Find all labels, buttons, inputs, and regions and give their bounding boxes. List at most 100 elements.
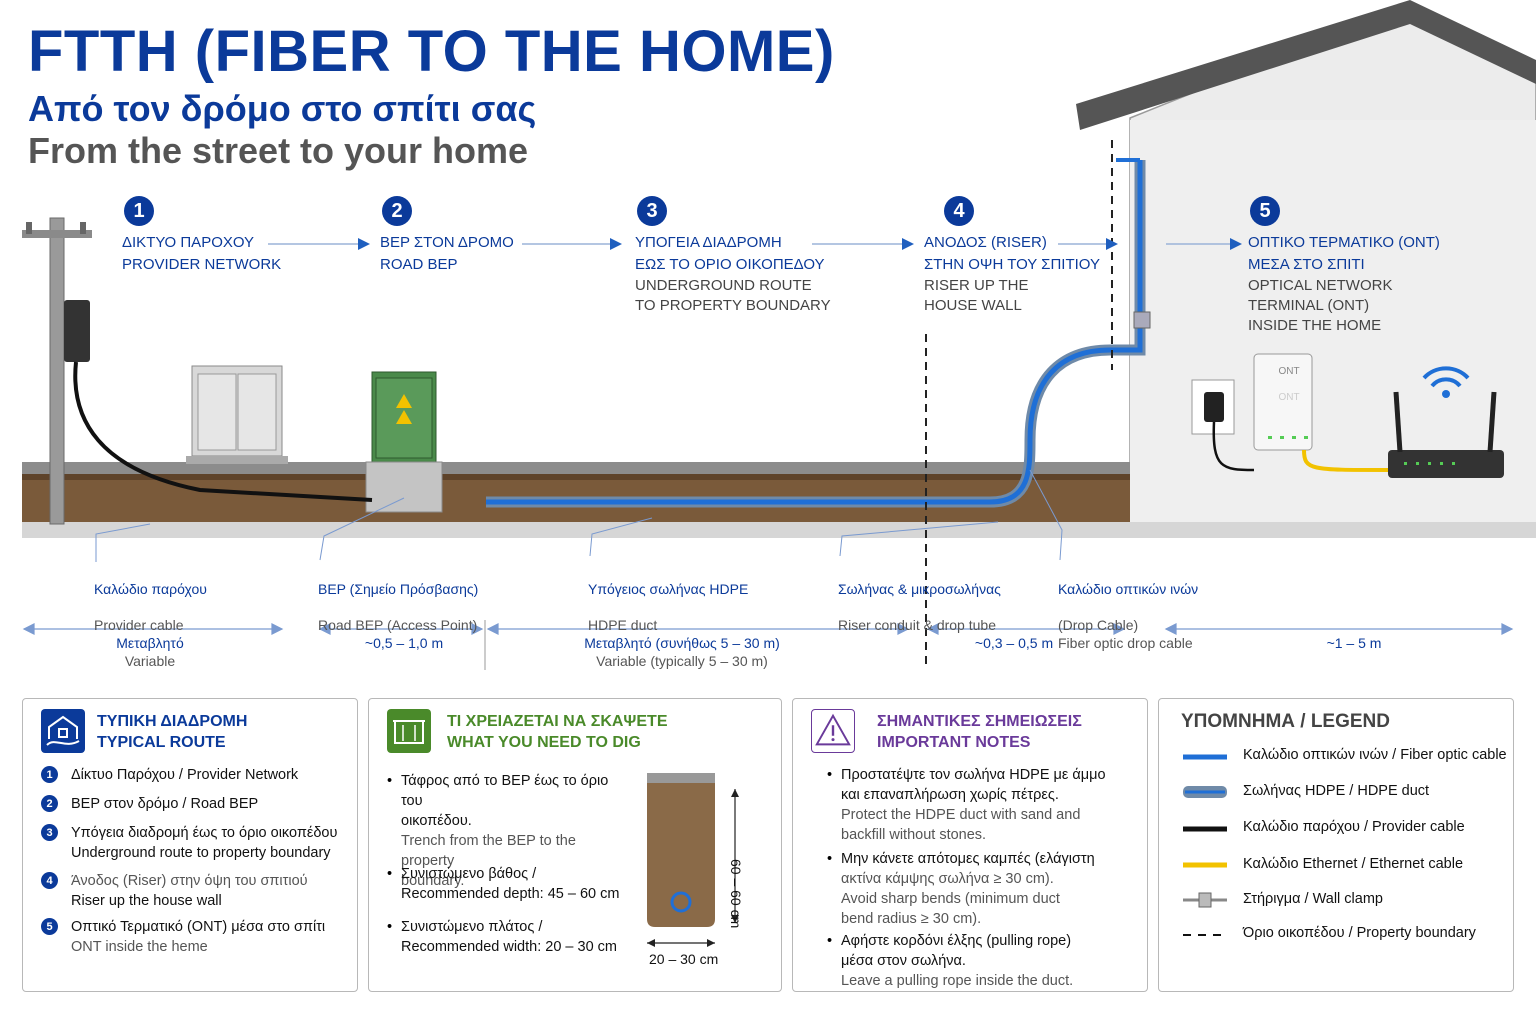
route-item-text: Άνοδος (Riser) στην όψη του σπιτιού xyxy=(71,873,308,889)
legend-item-clamp: Στήριγμα / Wall clamp xyxy=(1243,891,1383,907)
legend-item-hdpe: Σωλήνας HDPE / HDPE duct xyxy=(1243,783,1430,799)
wifi-router xyxy=(1388,366,1504,478)
step-label-gr: ΥΠΟΓΕΙΑ ΔΙΑΔΡΟΜΗ ΕΩΣ ΤΟ ΟΡΙΟ ΟΙΚΟΠΕΔΟΥ xyxy=(635,234,825,273)
trench-depth-label: 60 – 60 cm xyxy=(728,859,744,929)
callout-en: (Drop Cable) Fiber optic drop cable xyxy=(1058,617,1193,651)
dimension-value: Μεταβλητό xyxy=(116,635,184,651)
note-bullet-text-en: ακτίνα κάμψης σωλήνα ≥ 30 cm). Avoid sha… xyxy=(841,871,1060,927)
step-label-gr: BEP ΣΤΟΝ ΔΡΟΜΟ ROAD BEP xyxy=(380,234,514,273)
street-cabinet xyxy=(186,365,288,464)
dig-bullet: • Συνιστώμενο βάθος / Recommended depth:… xyxy=(387,864,627,904)
panel-typical-route: ΤΥΠΙΚΗ ΔΙΑΔΡΟΜΗ TYPICAL ROUTE 1 Δίκτυο Π… xyxy=(22,698,358,992)
dig-bullet-text: Τάφρος από το BEP έως το όριο του οικοπέ… xyxy=(401,773,609,829)
dig-bullet-text: Συνιστώμενο βάθος / Recommended depth: 4… xyxy=(401,866,620,902)
route-item-number: 2 xyxy=(41,795,58,812)
route-item: 4 Άνοδος (Riser) στην όψη του σπιτιού Ri… xyxy=(41,871,308,911)
legend-item-ethernet: Καλώδιο Ethernet / Ethernet cable xyxy=(1243,856,1464,872)
utility-pole xyxy=(22,217,92,525)
route-item-text: Δίκτυο Παρόχου / Provider Network xyxy=(71,767,299,783)
callout-drop-cable: Καλώδιο οπτικών ινών (Drop Cable) Fiber … xyxy=(1058,562,1198,670)
callout-en: Riser conduit & drop tube xyxy=(838,617,996,633)
route-item-text: Οπτικό Τερματικό (ONT) μέσα στο σπίτι xyxy=(71,919,326,935)
callout-gr: BEP (Σημείο Πρόσβασης) xyxy=(318,581,479,597)
dimension-riser: ~0,3 – 0,5 m xyxy=(954,634,1074,652)
subtitle-english: From the street to your home xyxy=(28,130,529,171)
panel-title: ΤΙ ΧΡΕΙΑΖΕΤΑΙ ΝΑ ΣΚΑΨΕΤΕ WHAT YOU NEED T… xyxy=(447,713,668,751)
dig-bullet: • Συνιστώμενο πλάτος / Recommended width… xyxy=(387,917,627,957)
step-label-gr: ΔΙΚΤΥΟ ΠΑΡΟΧΟΥ PROVIDER NETWORK xyxy=(122,234,282,273)
callout-leaders xyxy=(95,469,1063,562)
dimension-value: ~0,5 – 1,0 m xyxy=(364,635,444,651)
callout-en: HDPE duct xyxy=(588,617,658,633)
page-title: FTTH (FIBER TO THE HOME) xyxy=(28,19,835,84)
route-item-text-en: ONT inside the heme xyxy=(71,939,208,955)
panel-title: ΤΥΠΙΚΗ ΔΙΑΔΡΟΜΗ TYPICAL ROUTE xyxy=(97,713,248,751)
step-3: 3 ΥΠΟΓΕΙΑ ΔΙΑΔΡΟΜΗ ΕΩΣ ΤΟ ΟΡΙΟ ΟΙΚΟΠΕΔΟΥ… xyxy=(635,196,831,316)
dig-bullet: • Τάφρος από το BEP έως το όριο του οικο… xyxy=(387,771,627,891)
callout-en: Road BEP (Access Point) xyxy=(318,617,478,633)
dimension-value: ~1 – 5 m xyxy=(1326,635,1382,651)
dimension-value: ~0,3 – 0,5 m xyxy=(974,635,1054,651)
ont-label-mid: ONT xyxy=(1278,392,1299,403)
dimension-lines xyxy=(22,620,1514,670)
callout-gr: Καλώδιο οπτικών ινών xyxy=(1058,581,1199,597)
step-number: 1 xyxy=(124,196,154,226)
ethernet-cable xyxy=(1302,449,1389,472)
step-number: 5 xyxy=(1250,196,1280,226)
callout-gr: Σωλήνας & μικροσωλήνας xyxy=(838,581,1001,597)
legend-item-provider: Καλώδιο παρόχου / Provider cable xyxy=(1243,819,1465,835)
panel-important-notes: ΣΗΜΑΝΤΙΚΕΣ ΣΗΜΕΙΩΣΕΙΣ IMPORTANT NOTES • … xyxy=(792,698,1148,992)
note-bullet-text: Αφήστε κορδόνι έλξης (pulling rope) μέσα… xyxy=(841,933,1072,969)
callout-hdpe-duct: Υπόγειος σωλήνας HDPE HDPE duct xyxy=(588,562,748,652)
route-map-icon xyxy=(41,709,85,753)
route-item: 2 BEP στον δρόμο / Road BEP xyxy=(41,794,258,814)
ont-device: ONT ONT xyxy=(1253,353,1313,451)
note-bullet: • Αφήστε κορδόνι έλξης (pulling rope) μέ… xyxy=(827,931,1127,991)
hdpe-duct xyxy=(486,158,1151,508)
route-item-number: 1 xyxy=(41,766,58,783)
legend-item-fiber: Καλώδιο οπτικών ινών / Fiber optic cable xyxy=(1243,747,1507,763)
step-2: 2 BEP ΣΤΟΝ ΔΡΟΜΟ ROAD BEP xyxy=(380,196,514,276)
panel-title: ΣΗΜΑΝΤΙΚΕΣ ΣΗΜΕΙΩΣΕΙΣ IMPORTANT NOTES xyxy=(877,713,1082,751)
step-number: 2 xyxy=(382,196,412,226)
panel-legend: ΥΠΟΜΝΗΜΑ / LEGEND Καλώδιο οπτικών ινών /… xyxy=(1158,698,1514,992)
provider-cable xyxy=(73,361,373,502)
dimension-underground: Μεταβλητό (συνήθως 5 – 30 m) Variable (t… xyxy=(562,634,802,670)
warning-icon xyxy=(811,709,855,753)
route-item-number: 5 xyxy=(41,918,58,935)
dig-bullet-text-en: Trench from the BEP to the property boun… xyxy=(401,833,576,889)
panel-what-to-dig: ΤΙ ΧΡΕΙΑΖΕΤΑΙ ΝΑ ΣΚΑΨΕΤΕ WHAT YOU NEED T… xyxy=(368,698,782,992)
dimension-value: Μεταβλητό (συνήθως 5 – 30 m) xyxy=(584,635,780,651)
route-item-number: 3 xyxy=(41,824,58,841)
step-1: 1 ΔΙΚΤΥΟ ΠΑΡΟΧΟΥ PROVIDER NETWORK xyxy=(122,196,281,276)
trench-cross-section xyxy=(647,773,739,947)
callout-gr: Υπόγειος σωλήνας HDPE xyxy=(588,581,749,597)
step-number: 4 xyxy=(944,196,974,226)
step-label-en: UNDERGROUND ROUTE TO PROPERTY BOUNDARY xyxy=(635,277,831,314)
step-4: 4 ΑΝΟΔΟΣ (RISER) ΣΤΗΝ ΟΨΗ ΤΟΥ ΣΠΙΤΙΟΥ RI… xyxy=(924,196,1100,316)
step-number: 3 xyxy=(637,196,667,226)
trench-width-label: 20 – 30 cm xyxy=(649,951,719,967)
trench-icon xyxy=(387,709,431,753)
road-bep-box xyxy=(365,371,443,513)
dimension-note: Variable (typically 5 – 30 m) xyxy=(596,653,768,669)
dig-bullet-text: Συνιστώμενο πλάτος / Recommended width: … xyxy=(401,919,617,955)
step-label-en: RISER UP THE HOUSE WALL xyxy=(924,277,1029,314)
panel-title: ΥΠΟΜΝΗΜΑ / LEGEND xyxy=(1181,711,1390,732)
step-label-gr: ΟΠΤΙΚΟ ΤΕΡΜΑΤΙΚΟ (ONT) ΜΕΣΑ ΣΤΟ ΣΠΙΤΙ xyxy=(1248,234,1440,273)
dimension-provider: Μεταβλητό Variable xyxy=(90,634,210,670)
step-label-en: OPTICAL NETWORK TERMINAL (ONT) INSIDE TH… xyxy=(1248,277,1393,334)
route-item-text: Υπόγεια διαδρομή έως το όριο οικοπέδου xyxy=(71,825,338,841)
note-bullet-text: Προστατέψτε τον σωλήνα HDPE με άμμο και … xyxy=(841,767,1106,803)
note-bullet-text-en: Protect the HDPE duct with sand and back… xyxy=(841,807,1081,843)
note-bullet: • Προστατέψτε τον σωλήνα HDPE με άμμο κα… xyxy=(827,765,1127,845)
legend-item-boundary: Όριο οικοπέδου / Property boundary xyxy=(1243,925,1476,941)
legend-swatches xyxy=(1183,754,1227,936)
callout-riser-conduit: Σωλήνας & μικροσωλήνας Riser conduit & d… xyxy=(838,562,1001,652)
route-item: 1 Δίκτυο Παρόχου / Provider Network xyxy=(41,765,298,785)
route-item-text-en: Riser up the house wall xyxy=(71,893,222,909)
callout-en: Provider cable xyxy=(94,617,184,633)
callout-road-bep: BEP (Σημείο Πρόσβασης) Road BEP (Access … xyxy=(318,562,478,652)
